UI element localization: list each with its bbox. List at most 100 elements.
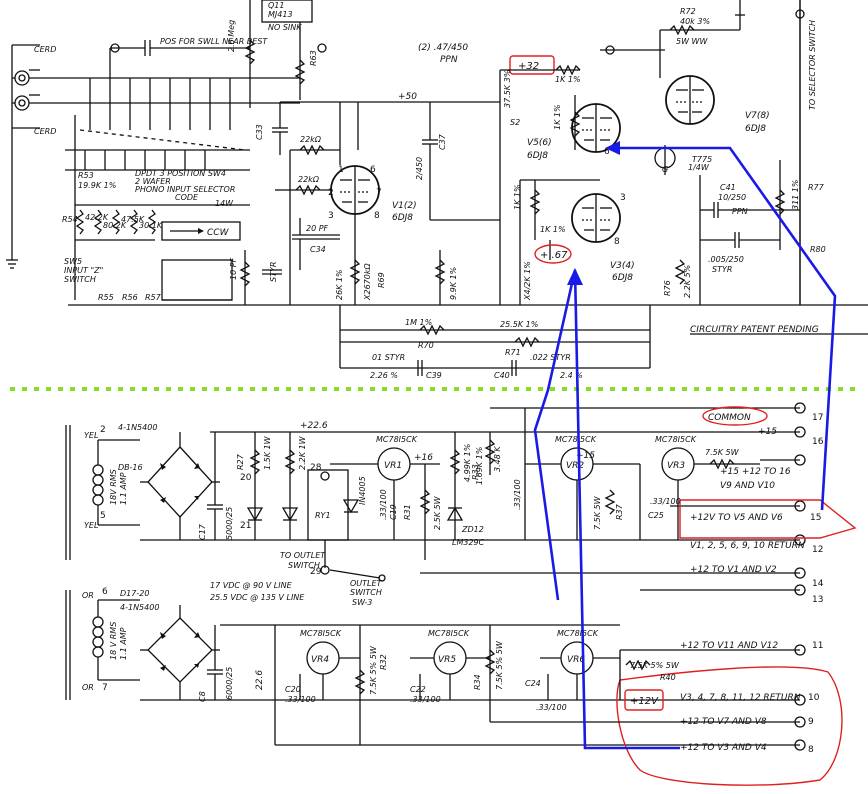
c41-label: C41 — [720, 183, 736, 192]
v3-pin-3: 3 — [620, 193, 626, 203]
out-11-text: +12 TO V3 AND V4 — [680, 743, 767, 753]
v-22-6: 22.6 — [255, 670, 265, 690]
vr3-label: VR3 — [667, 461, 685, 471]
out-0-num: 16 — [812, 437, 824, 447]
ccw-label: CCW — [207, 228, 230, 238]
node-28: 28 — [310, 463, 322, 473]
r-val-3: 30.1K — [139, 221, 163, 230]
s2-label: S2 — [510, 118, 520, 127]
or-top-num: 6 — [102, 587, 108, 597]
v1-pin-3: 3 — [328, 211, 334, 221]
r-1k-v3b: 1K 1% — [540, 225, 566, 234]
out-9-num: 10 — [808, 693, 820, 703]
v-plus16: +16 — [414, 453, 433, 463]
vr6-part: MC78I5CK — [557, 629, 599, 638]
r69-value: X2670kΩ — [363, 263, 372, 301]
v5-v6-highlight — [679, 499, 857, 539]
r57-label: R57 — [145, 293, 162, 302]
tr2-voltage: 18 V RMS — [109, 622, 118, 660]
input-resistor-ladder — [75, 204, 250, 241]
v1-pin-2: 2 — [328, 188, 334, 198]
r69-label: R69 — [377, 272, 386, 288]
or-top: OR — [82, 591, 94, 600]
to-outlet: TO OUTLET — [280, 551, 326, 560]
tr1-voltage: 18V RMS — [109, 469, 118, 505]
r-4k99: 4.99K 1% — [463, 444, 472, 482]
c39-value: 01 STYR — [372, 353, 405, 362]
r-3k48: 3.48 K — [493, 446, 502, 472]
r-22k-a: 22kΩ — [300, 135, 322, 144]
relay-box — [307, 469, 349, 541]
v7-label: V7(8) — [745, 111, 770, 121]
c40-label: C40 — [494, 371, 510, 380]
r80-label: R80 — [810, 245, 826, 254]
plus122-highlight — [624, 689, 664, 711]
returns-highlight — [616, 666, 843, 786]
c37-value: 2/450 — [415, 157, 424, 180]
out-8-text: +12 TO V11 AND V12 — [680, 641, 778, 651]
r27-label: R27 — [236, 453, 245, 470]
q11-part: MJ413 — [268, 10, 293, 19]
cerd-label-1: CERD — [34, 45, 56, 54]
sw5-line1: SW5 — [64, 257, 82, 266]
c33-label: C33 — [255, 124, 264, 140]
r-val-1: 80.2K — [103, 221, 127, 230]
selector-switch-array — [65, 78, 250, 300]
r-75-5w: 7.5K 5% 5W — [630, 661, 680, 670]
node-29: 29 — [310, 567, 322, 577]
input-jacks — [6, 44, 300, 269]
v5-tube-type: 6DJ8 — [527, 151, 548, 161]
common-highlight — [702, 406, 768, 426]
vr5-part: MC78I5CK — [428, 629, 470, 638]
ac-line-2: 25.5 VDC @ 135 V LINE — [210, 593, 305, 602]
v1-pin-6: 6 — [370, 165, 376, 175]
c-33-vr2: .33/100 — [513, 479, 522, 510]
r-1k-top: 1K 1% — [555, 75, 581, 84]
vr1-part: MC78I5CK — [376, 435, 418, 444]
c22-value: .33/100 — [410, 695, 441, 704]
r-7k5-vr4: 7.5K 5% 5W — [369, 645, 378, 695]
sw4-line3: PHONO INPUT SELECTOR — [135, 185, 235, 194]
vr5-label: VR5 — [438, 655, 456, 665]
r-val-2: 47.5K — [121, 215, 145, 224]
r-311: 311 1% — [791, 179, 800, 210]
r53-value: 19.9K 1% — [78, 181, 116, 190]
r76-label: R76 — [663, 280, 672, 296]
sw4-line2: 2 WAFER — [135, 177, 171, 186]
diode-4005: IN4005 — [358, 476, 367, 505]
sw4-line5: 14W — [215, 199, 234, 208]
out-5-text: V1, 2, 5, 6, 9, 10 RETURN — [690, 541, 805, 551]
plus32-highlight — [509, 55, 555, 75]
output-terminals — [140, 402, 806, 751]
vr3-part: MC78I5CK — [655, 435, 697, 444]
ccw-box — [161, 221, 241, 241]
br2-label: 4-1N5400 — [120, 603, 159, 612]
or-bot-num: 7 — [102, 683, 108, 693]
r37-label: R37 — [615, 503, 624, 520]
c-005-value: .005/250 — [708, 255, 744, 264]
r63-label: R63 — [309, 50, 318, 66]
bridge-rectifier-1 — [140, 432, 220, 540]
c22-label: C22 — [410, 685, 426, 694]
out-10-num: 9 — [808, 717, 814, 727]
vr4-part: MC78I5CK — [300, 629, 342, 638]
t775-label: T775 — [692, 155, 712, 164]
v3-tube-type: 6DJ8 — [612, 273, 633, 283]
c8-value: 6000/25 — [225, 667, 234, 700]
r53-label: R53 — [78, 171, 94, 180]
r-7k5-vr5: 7.5K 5% 5W — [495, 640, 504, 690]
out-4-num: 15 — [810, 513, 821, 523]
c24-value: .33/100 — [536, 703, 567, 712]
r-37k5: 37.5K 3% — [503, 70, 512, 108]
v-plus32: +32 — [518, 61, 539, 72]
vr2-label: VR2 — [566, 461, 584, 471]
v-plus067: + .67 — [540, 250, 568, 261]
r-1k-v3: 1K 1% — [513, 184, 522, 210]
r55-label: R55 — [98, 293, 114, 302]
r-val-0: 42.2K — [85, 213, 109, 222]
r-1k5: 1.5K 1W — [263, 435, 272, 470]
or-bot: OR — [82, 683, 94, 692]
db1-label: DB-16 — [118, 463, 143, 472]
r-5w: 5W WW — [676, 37, 708, 46]
